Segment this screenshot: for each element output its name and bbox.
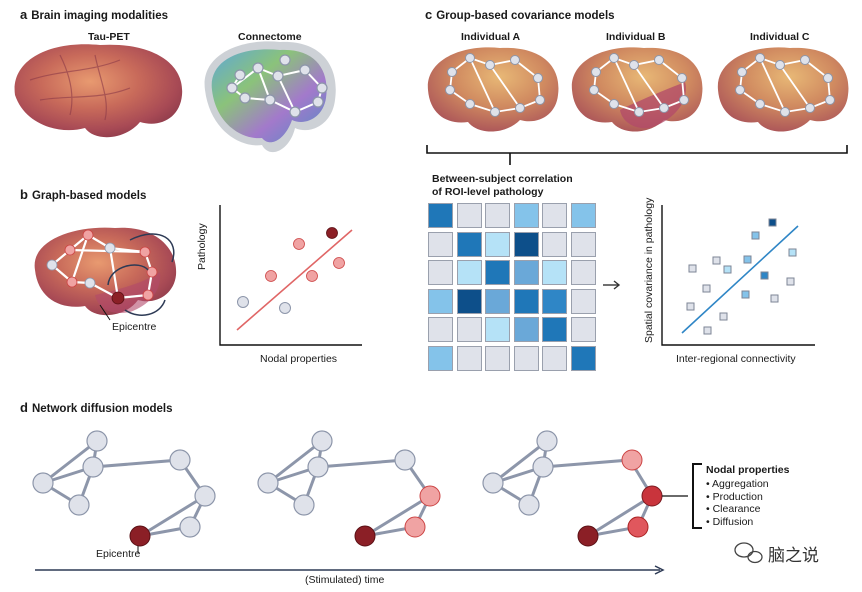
connectome-label: Connectome (238, 31, 302, 43)
nodal-properties-axis-label: Nodal properties (260, 353, 338, 365)
network-d2 (257, 430, 441, 547)
matrix-cell (485, 345, 510, 371)
matrix-cell (456, 231, 482, 257)
connectivity-axis-label: Inter-regional connectivity (676, 353, 796, 365)
matrix-cell (428, 345, 453, 371)
matrix-cell (570, 345, 596, 371)
matrix-cell (428, 203, 453, 228)
matrix-cell (542, 260, 567, 285)
scatter-b-point (237, 296, 249, 308)
scatter-b-point (279, 302, 291, 314)
matrix-cell (485, 203, 510, 228)
connectome-brain (204, 41, 336, 153)
matrix-cell (428, 288, 453, 314)
network-d1 (32, 430, 216, 553)
scatter-b-trendline (236, 229, 353, 331)
matrix-cell (513, 231, 539, 257)
matrix-cell (428, 317, 453, 342)
matrix-cell (513, 317, 539, 342)
matrix-cell (570, 231, 596, 257)
individual-c-label: Individual C (750, 31, 810, 43)
scatter-b-point (265, 270, 277, 282)
legend-item-diffusion: Diffusion (706, 516, 769, 529)
legend-item-production: Production (706, 491, 769, 504)
matrix-cell (513, 345, 539, 371)
matrix-cell (570, 260, 596, 285)
pathology-axis-label: Pathology (196, 223, 208, 270)
matrix-cell (542, 203, 567, 228)
matrix-cell (570, 317, 596, 342)
matrix-cell (456, 203, 482, 228)
individual-c-brain (717, 47, 849, 132)
time-axis-label: (Stimulated) time (305, 574, 385, 586)
individual-b-brain (571, 47, 703, 132)
matrix-cell (456, 317, 482, 342)
scatter-b-point (326, 227, 338, 239)
matrix-cell (513, 203, 539, 228)
matrix-cell (542, 345, 567, 371)
matrix-cell (570, 203, 596, 228)
correlation-matrix (428, 203, 598, 373)
group-bracket (426, 145, 848, 165)
matrix-cell (428, 260, 453, 285)
matrix-cell (456, 288, 482, 314)
spatial-covariance-axis-label: Spatial covariance in pathology (643, 197, 655, 343)
matrix-cell (513, 288, 539, 314)
legend-title: Nodal properties (706, 464, 790, 476)
matrix-cell (542, 231, 567, 257)
scatter-b-point (293, 238, 305, 250)
matrix-cell (485, 288, 510, 314)
matrix-cell (428, 231, 453, 257)
matrix-cell (456, 260, 482, 285)
epicentre-label-d: Epicentre (96, 548, 141, 560)
matrix-cell (542, 288, 567, 314)
scatter-c (661, 205, 815, 346)
scatter-b-point (306, 270, 318, 282)
tau-pet-brain (14, 44, 183, 138)
matrix-caption-line2: of ROI-level pathology (432, 186, 544, 198)
matrix-cell (456, 345, 482, 371)
individual-a-brain (427, 47, 559, 132)
legend-bracket (692, 463, 702, 529)
scatter-b-point (333, 257, 345, 269)
legend-item-aggregation: Aggregation (706, 478, 769, 491)
matrix-cell (570, 288, 596, 314)
epicentre-label-b: Epicentre (112, 321, 157, 333)
individual-b-label: Individual B (606, 31, 666, 43)
matrix-cell (542, 317, 567, 342)
legend-item-clearance: Clearance (706, 503, 769, 516)
network-d3 (482, 430, 688, 547)
matrix-cell (513, 260, 539, 285)
individual-a-label: Individual A (461, 31, 521, 43)
legend-list: Aggregation Production Clearance Diffusi… (706, 478, 769, 528)
matrix-caption-line1: Between-subject correlation (432, 173, 573, 185)
tau-pet-label: Tau-PET (88, 31, 130, 43)
scatter-b-axes (219, 205, 362, 346)
matrix-cell (485, 231, 510, 257)
wechat-icon (734, 542, 763, 564)
scatter-b (219, 205, 362, 346)
matrix-cell (485, 317, 510, 342)
graph-brain (34, 227, 177, 321)
matrix-cell (485, 260, 510, 285)
watermark-text: 脑之说 (768, 546, 819, 566)
